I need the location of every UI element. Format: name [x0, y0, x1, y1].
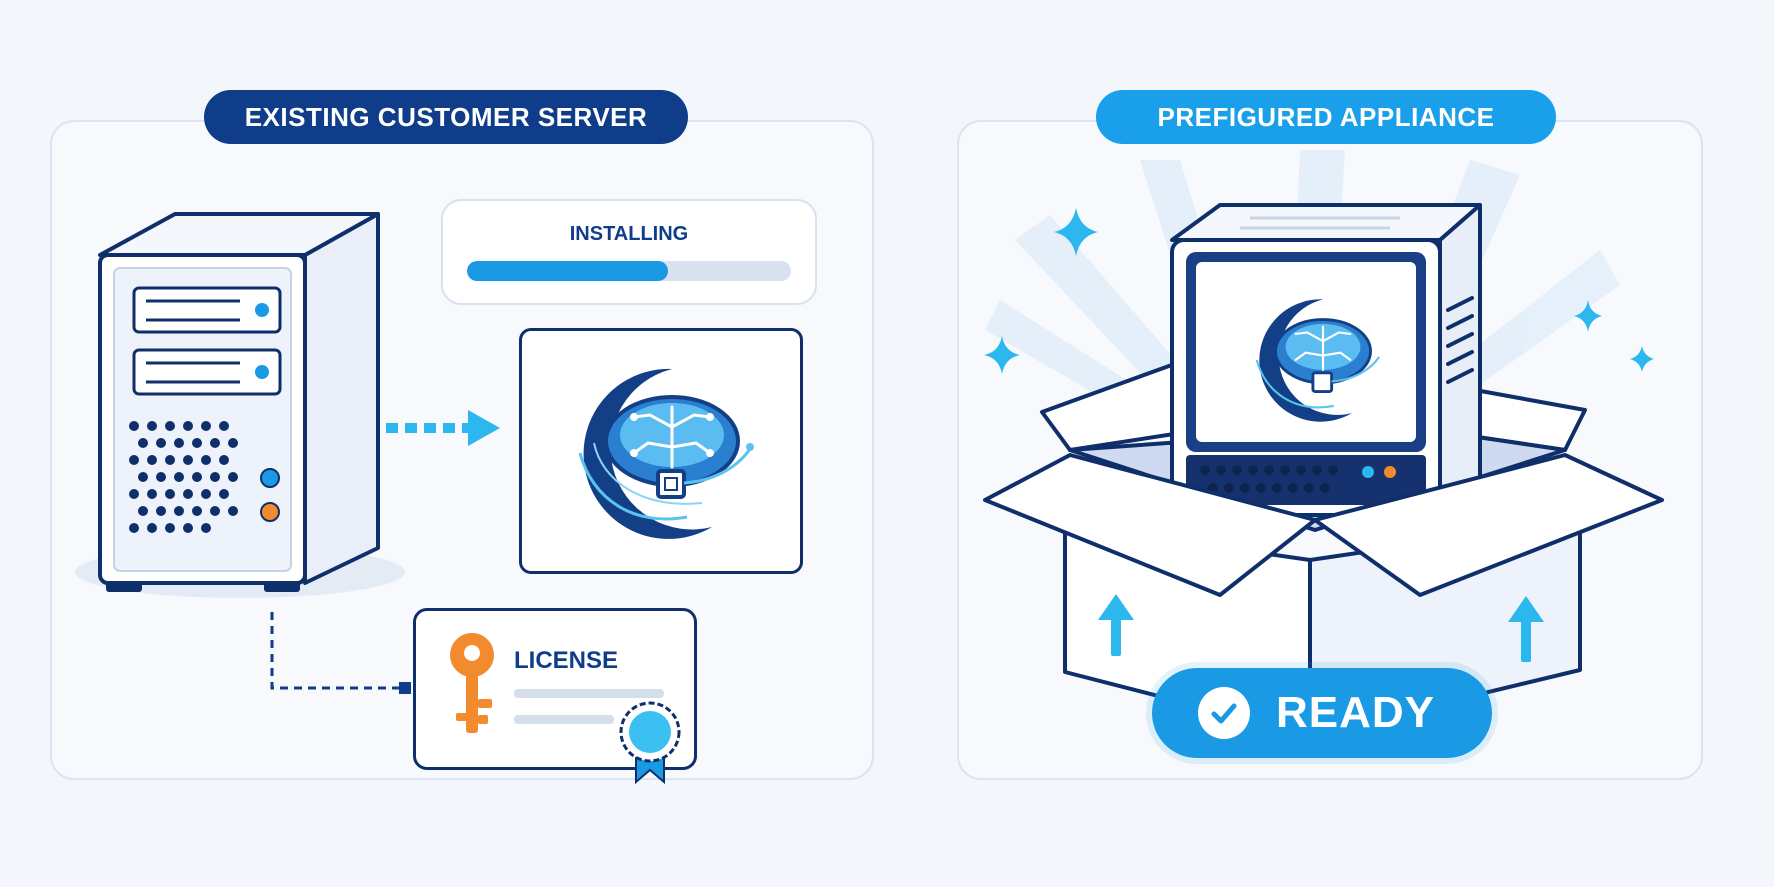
install-progress-fill [467, 261, 668, 281]
ready-status-badge: READY [1152, 668, 1492, 758]
prefigured-appliance-title: PREFIGURED APPLIANCE [1096, 90, 1556, 144]
install-progress-bar [467, 261, 791, 281]
software-logo-card [519, 328, 803, 574]
installing-label: INSTALLING [569, 223, 689, 245]
license-text-lines [514, 689, 664, 724]
license-label: LICENSE [514, 647, 619, 674]
up-arrow-icon [1098, 594, 1544, 662]
key-icon [450, 633, 494, 733]
brain-circuit-logo-icon [578, 368, 754, 539]
ready-label: READY [1276, 688, 1436, 737]
check-circle-icon [1198, 687, 1250, 739]
existing-server-title: EXISTING CUSTOMER SERVER [204, 90, 688, 144]
installing-status-card: INSTALLING [441, 199, 817, 305]
